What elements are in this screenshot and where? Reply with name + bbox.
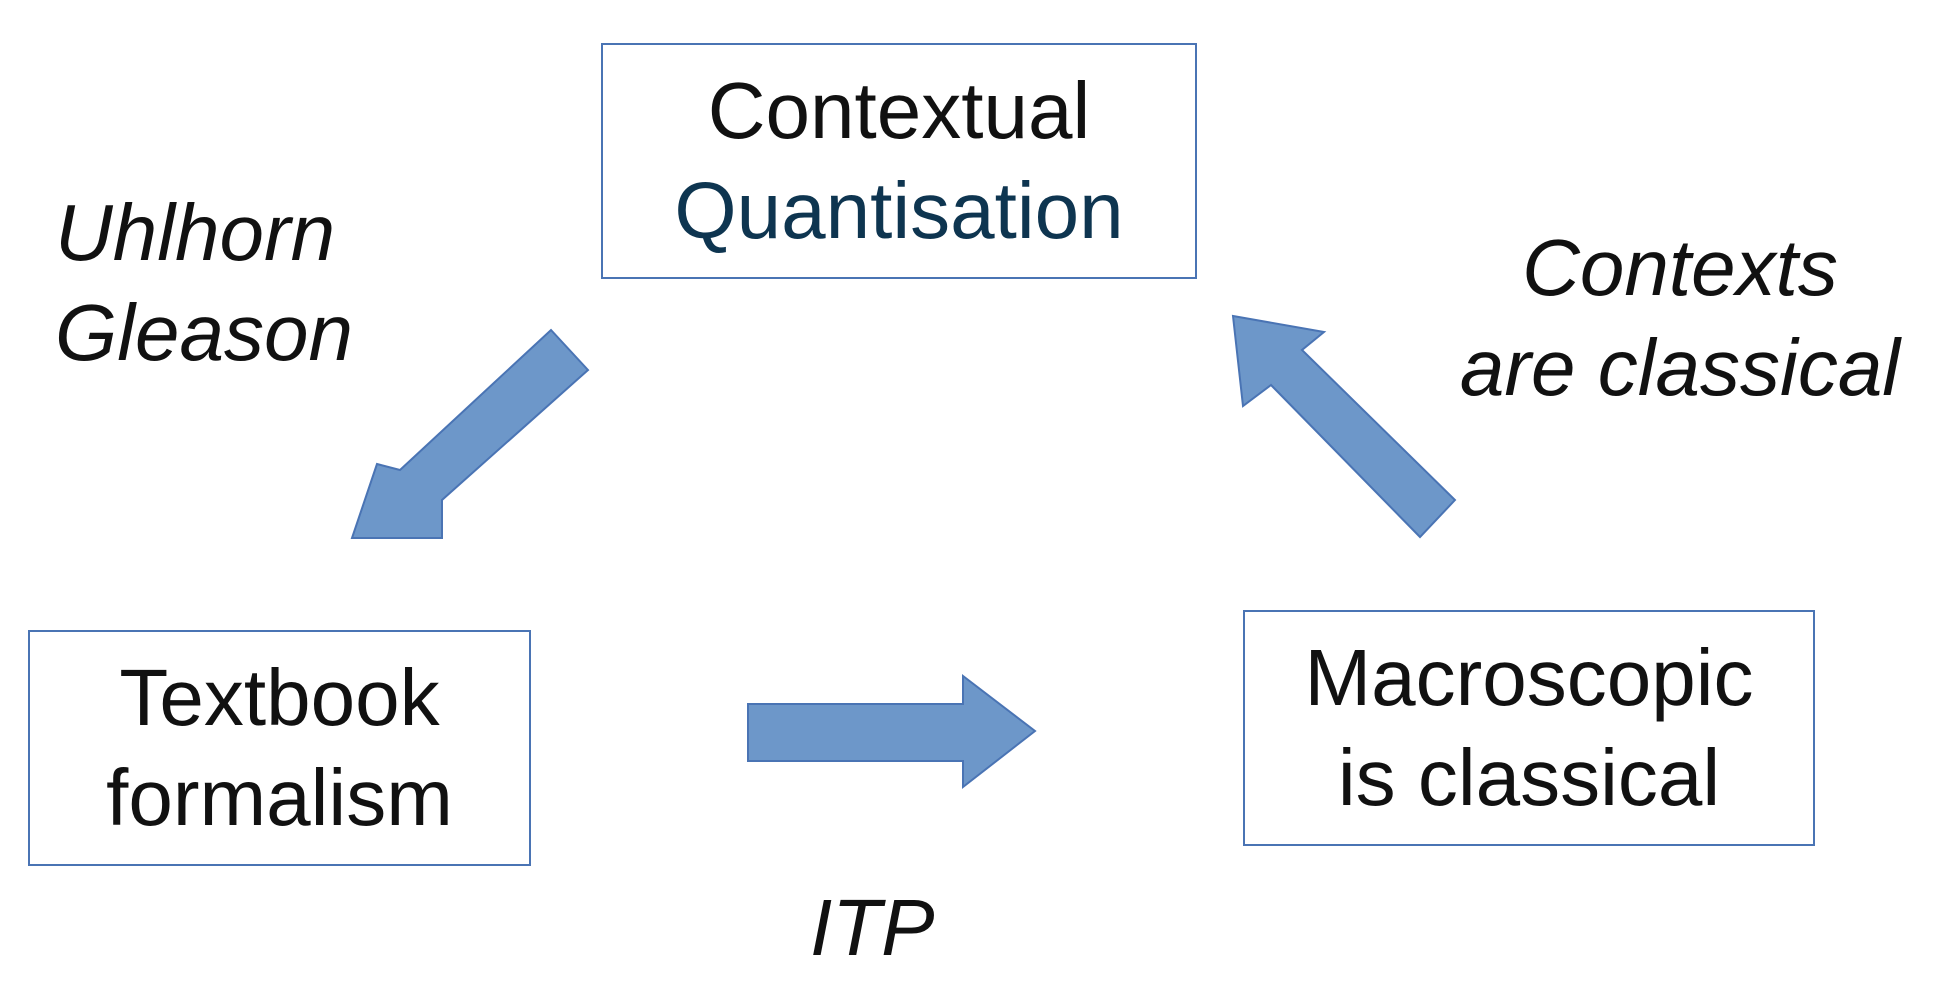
macroscopic-classical-box: Macroscopic is classical	[1243, 610, 1815, 846]
uhlhorn-gleason-line2: Gleason	[55, 288, 353, 377]
contextual-quantisation-box: Contextual Quantisation	[601, 43, 1197, 279]
contexts-classical-label: Contexts are classical	[1420, 218, 1940, 418]
textbook-formalism-line2: formalism	[106, 753, 453, 842]
macroscopic-classical-line2: is classical	[1337, 733, 1721, 822]
contextual-quantisation-line1: Contextual	[707, 66, 1091, 155]
textbook-formalism-box: Textbook formalism	[28, 630, 531, 866]
contextual-quantisation-line2: Quantisation	[674, 166, 1124, 255]
contexts-classical-line1: Contexts	[1522, 223, 1838, 312]
contexts-classical-line2: are classical	[1459, 323, 1901, 412]
uhlhorn-gleason-line1: Uhlhorn	[55, 188, 336, 277]
itp-label: ITP	[810, 883, 935, 972]
uhlhorn-gleason-label: Uhlhorn Gleason	[55, 183, 353, 383]
arrow-up-left	[1231, 314, 1457, 539]
arrow-down-left	[350, 328, 590, 539]
arrow-right	[747, 673, 1037, 790]
textbook-formalism-line1: Textbook	[119, 653, 440, 742]
macroscopic-classical-line1: Macroscopic	[1304, 633, 1754, 722]
